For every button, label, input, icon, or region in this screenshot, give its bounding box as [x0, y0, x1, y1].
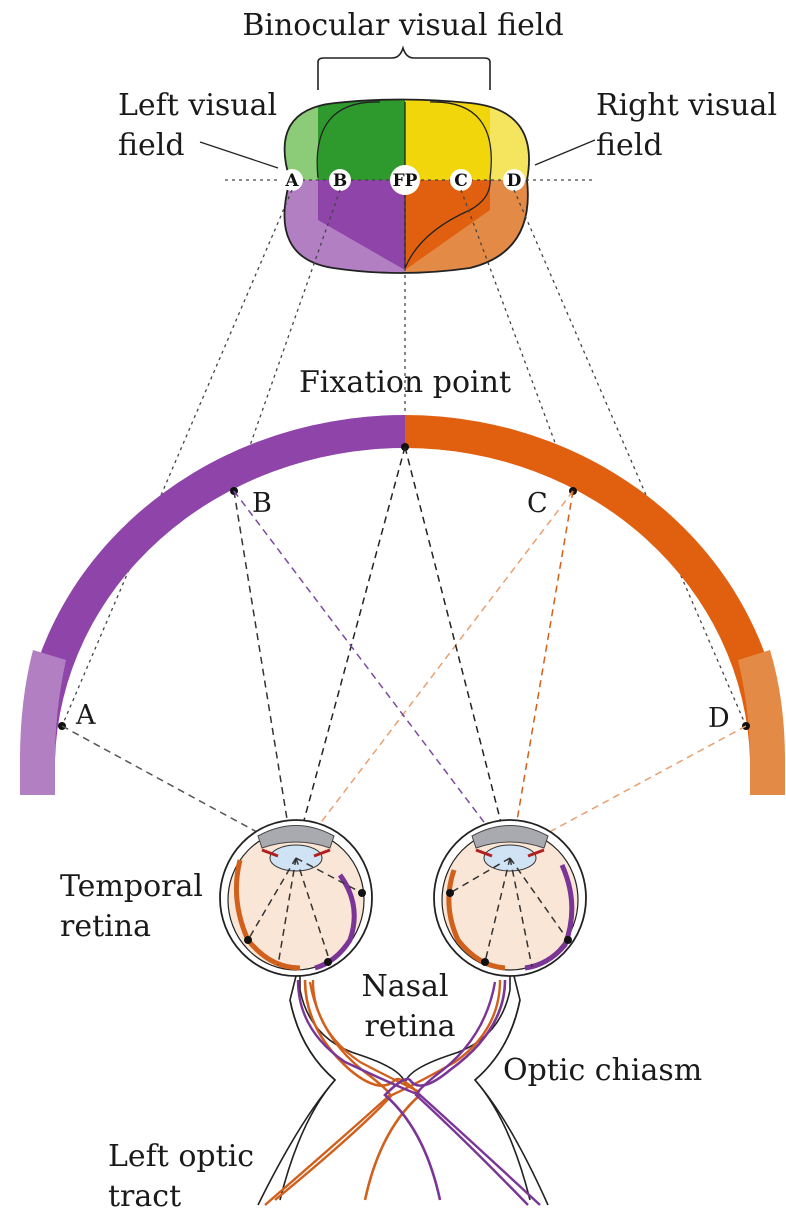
left-eye: [220, 820, 372, 976]
temporal-retina-label-line1: Temporal: [60, 869, 203, 904]
fixation-point-label: Fixation point: [299, 365, 511, 400]
right-eye: [434, 820, 586, 976]
field-point-c: C: [454, 171, 468, 191]
visual-arc: [20, 415, 785, 795]
arc-point-markers: [58, 443, 750, 730]
field-point-d: D: [507, 171, 522, 191]
binocular-field-label: Binocular visual field: [242, 8, 563, 43]
arc-point-a: A: [75, 700, 96, 731]
arc-point-c: C: [527, 488, 548, 519]
nasal-retina-label-line1: Nasal: [361, 969, 448, 1004]
arc-point-b: B: [252, 488, 272, 519]
temporal-retina-label-line2: retina: [60, 909, 151, 944]
right-field-label-line2: field: [596, 128, 663, 163]
left-optic-tract-label-line2: tract: [108, 1179, 181, 1214]
field-point-a: A: [284, 171, 299, 191]
visual-field-ellipse: A B FP C D: [225, 90, 595, 280]
binocular-bracket: [318, 48, 490, 90]
right-field-label-line1: Right visual: [596, 88, 777, 123]
field-point-b: B: [333, 171, 347, 191]
right-field-pointer: [535, 140, 595, 165]
left-field-label-line1: Left visual: [118, 88, 277, 123]
left-field-label-line2: field: [118, 128, 185, 163]
field-point-fp: FP: [393, 171, 418, 191]
left-field-pointer: [200, 142, 278, 168]
optic-chiasm-label: Optic chiasm: [503, 1053, 702, 1088]
nasal-retina-label-line2: retina: [365, 1009, 456, 1044]
arc-point-d: D: [708, 703, 730, 734]
left-optic-tract-label-line1: Left optic: [108, 1139, 254, 1174]
